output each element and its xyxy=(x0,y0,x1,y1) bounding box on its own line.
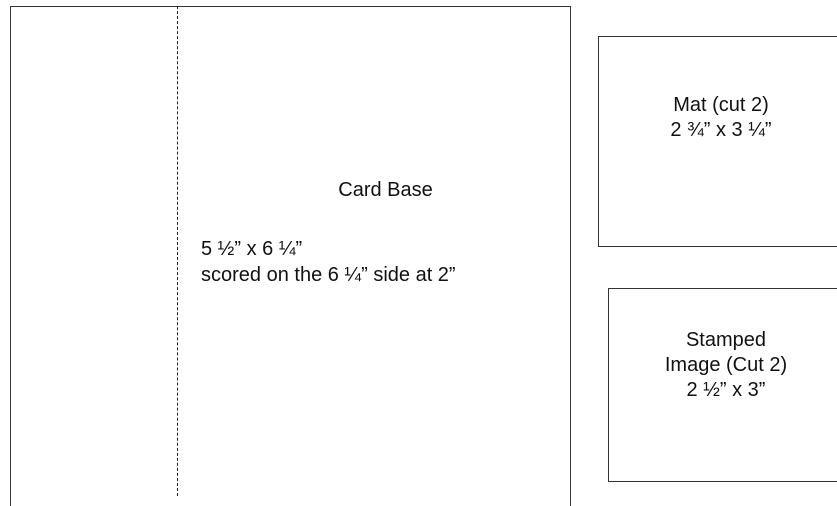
stamped-image-line2: Image (Cut 2) xyxy=(664,354,788,376)
mat-label-line1: Mat (cut 2) xyxy=(673,94,769,116)
stamped-image-line3: 2 ½” x 3” xyxy=(686,379,766,401)
card-base-panel: Card Base 5 ½” x 6 ¼” scored on the 6 ¼”… xyxy=(10,6,571,506)
mat-panel: Mat (cut 2) 2 ¾” x 3 ¼” xyxy=(598,36,837,247)
stamped-image-label: Stamped Image (Cut 2) 2 ½” x 3” xyxy=(609,328,837,403)
mat-label-line2: 2 ¾” x 3 ¼” xyxy=(670,119,772,141)
score-line xyxy=(177,6,178,496)
mat-label: Mat (cut 2) 2 ¾” x 3 ¼” xyxy=(599,93,837,143)
card-base-title: Card Base xyxy=(338,179,433,201)
card-base-dimensions: 5 ½” x 6 ¼” xyxy=(201,238,303,260)
stamped-image-panel: Stamped Image (Cut 2) 2 ½” x 3” xyxy=(608,288,837,482)
stamped-image-line1: Stamped xyxy=(685,329,767,351)
card-base-score-note: scored on the 6 ¼” side at 2” xyxy=(201,264,456,286)
